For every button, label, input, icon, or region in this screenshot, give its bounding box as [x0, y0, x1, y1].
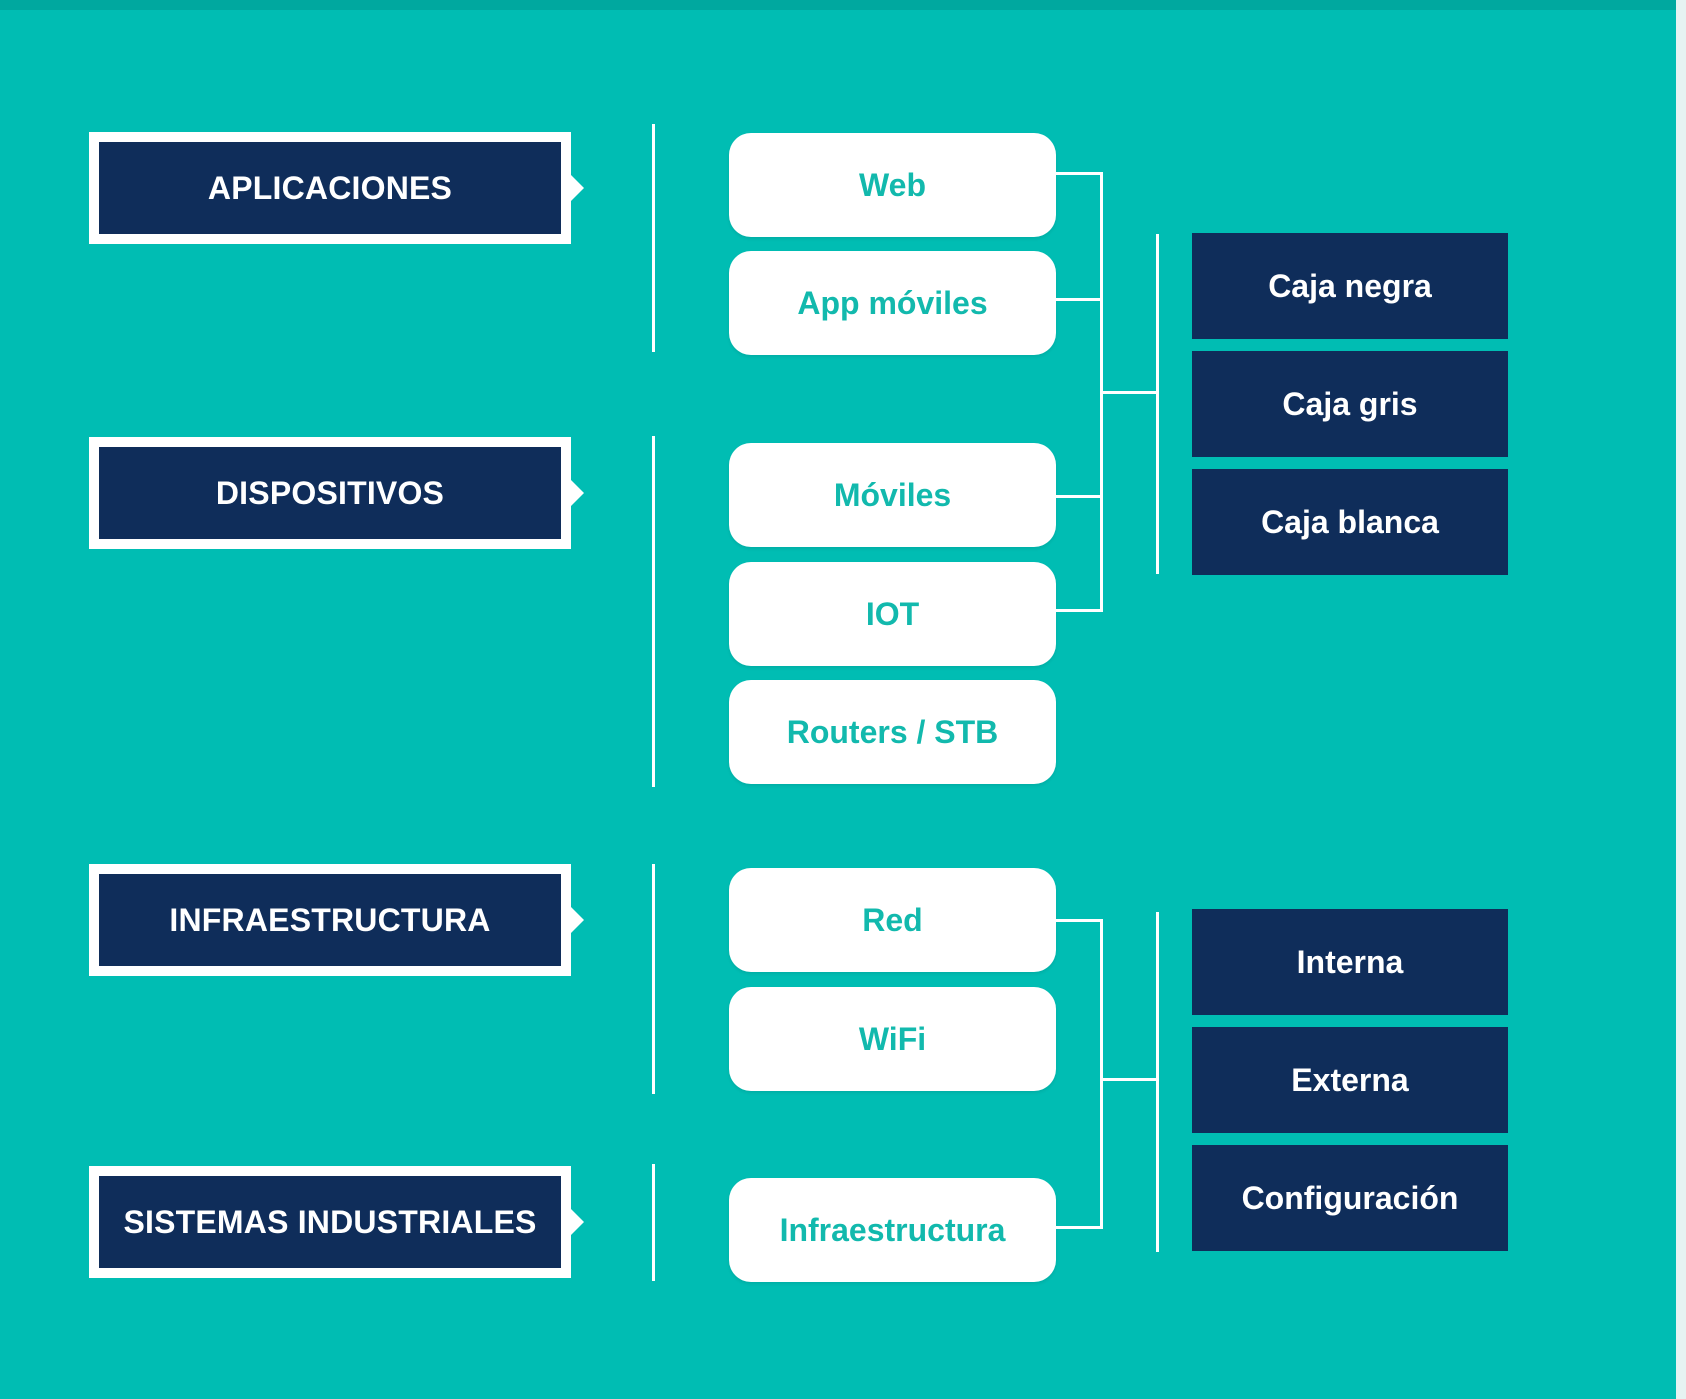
group-separator-sistemas	[652, 1164, 655, 1281]
audit-configuracion: Configuración	[1192, 1145, 1508, 1251]
category-aplicaciones-label: APLICACIONES	[99, 142, 561, 234]
right-edge-strip	[1676, 0, 1686, 1399]
connector-app-moviles	[1056, 298, 1102, 301]
category-aplicaciones: APLICACIONES	[89, 132, 584, 244]
test-caja-negra: Caja negra	[1192, 233, 1508, 339]
arrow-right-icon	[571, 175, 584, 201]
arrow-right-icon	[571, 1209, 584, 1235]
connector-web	[1056, 172, 1102, 175]
item-wifi: WiFi	[729, 987, 1056, 1091]
group-separator-dispositivos	[652, 436, 655, 787]
group-separator-infraestructura	[652, 864, 655, 1094]
audit-types-bar	[1156, 912, 1159, 1252]
item-infraestructura: Infraestructura	[729, 1178, 1056, 1282]
connector-red	[1056, 919, 1102, 922]
audit-externa: Externa	[1192, 1027, 1508, 1133]
category-infraestructura-label: INFRAESTRUCTURA	[99, 874, 561, 966]
group-separator-aplicaciones	[652, 124, 655, 352]
category-dispositivos: DISPOSITIVOS	[89, 437, 584, 549]
test-caja-gris: Caja gris	[1192, 351, 1508, 457]
arrow-right-icon	[571, 907, 584, 933]
audit-interna: Interna	[1192, 909, 1508, 1015]
arrow-right-icon	[571, 480, 584, 506]
category-sistemas-industriales: SISTEMAS INDUSTRIALES	[89, 1166, 584, 1278]
connector-moviles	[1056, 495, 1102, 498]
bracket-lower-link	[1100, 1078, 1158, 1081]
category-sistemas-industriales-label: SISTEMAS INDUSTRIALES	[99, 1176, 561, 1268]
item-iot: IOT	[729, 562, 1056, 666]
connector-infraestructura	[1056, 1226, 1102, 1229]
item-routers-stb: Routers / STB	[729, 680, 1056, 784]
bracket-lower-spine	[1100, 919, 1103, 1229]
category-infraestructura: INFRAESTRUCTURA	[89, 864, 584, 976]
category-dispositivos-label: DISPOSITIVOS	[99, 447, 561, 539]
test-types-bar	[1156, 234, 1159, 574]
connector-iot	[1056, 609, 1102, 612]
bracket-upper-link	[1100, 391, 1158, 394]
top-band	[0, 0, 1686, 10]
test-caja-blanca: Caja blanca	[1192, 469, 1508, 575]
item-web: Web	[729, 133, 1056, 237]
item-moviles: Móviles	[729, 443, 1056, 547]
item-app-moviles: App móviles	[729, 251, 1056, 355]
item-red: Red	[729, 868, 1056, 972]
